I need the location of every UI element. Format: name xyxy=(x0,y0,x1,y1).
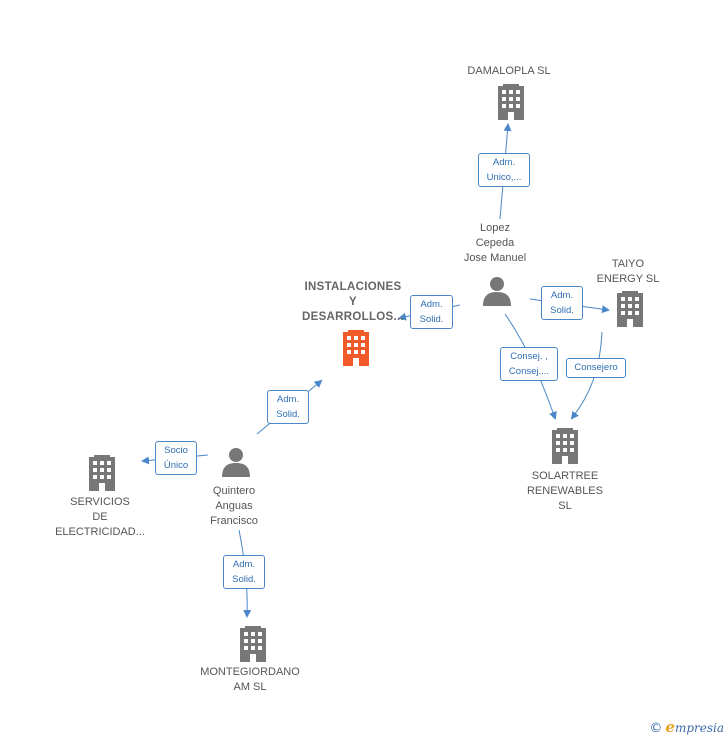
edge-label-quintero-montegiordano: Adm. Solid. xyxy=(223,555,265,589)
node-solartree-label[interactable]: SOLARTREE RENEWABLES SL xyxy=(526,470,603,512)
edge-label-lopez-taiyo: Adm. Solid. xyxy=(541,286,583,320)
edge-label-lopez-damalopla: Adm. Unico,... xyxy=(478,153,530,187)
edge-label-lopez-instalaciones: Adm. Solid. xyxy=(410,295,453,329)
edge-label-lopez-solartree: Consej. , Consej.... xyxy=(500,347,558,381)
empresia-brand[interactable]: ©empresia xyxy=(649,718,724,736)
instalaciones-building-icon[interactable] xyxy=(343,330,369,366)
node-instalaciones-label[interactable]: INSTALACIONES Y DESARROLLOS... xyxy=(302,281,404,323)
node-taiyo-label[interactable]: TAIYO ENERGY SL xyxy=(596,258,660,285)
node-montegiordano-label[interactable]: MONTEGIORDANO AM SL xyxy=(200,666,300,693)
copyright-symbol: © xyxy=(649,721,663,736)
montegiordano-building-icon[interactable] xyxy=(240,626,266,662)
edge-taiyo-solartree xyxy=(570,331,603,420)
servicios-building-icon[interactable] xyxy=(89,455,115,491)
lopez-person-icon[interactable] xyxy=(483,277,511,306)
brand-initial: e xyxy=(665,718,675,736)
quintero-person-icon[interactable] xyxy=(222,448,250,477)
node-lopez-label[interactable]: Lopez Cepeda Jose Manuel xyxy=(463,222,527,264)
edge-label-quintero-instalaciones: Adm. Solid. xyxy=(267,390,309,424)
node-servicios-label[interactable]: SERVICIOS DE ELECTRICIDAD... xyxy=(55,496,145,538)
brand-name: mpresia xyxy=(674,721,724,735)
taiyo-building-icon[interactable] xyxy=(617,291,643,327)
node-damalopla-label[interactable]: DAMALOPLA SL xyxy=(467,65,551,77)
solartree-building-icon[interactable] xyxy=(552,428,578,464)
edge-label-taiyo-solartree: Consejero xyxy=(566,358,626,378)
node-quintero-label[interactable]: Quintero Anguas Francisco xyxy=(210,485,258,527)
damalopla-building-icon[interactable] xyxy=(498,84,524,120)
edge-label-quintero-servicios: Socio Único xyxy=(155,441,197,475)
